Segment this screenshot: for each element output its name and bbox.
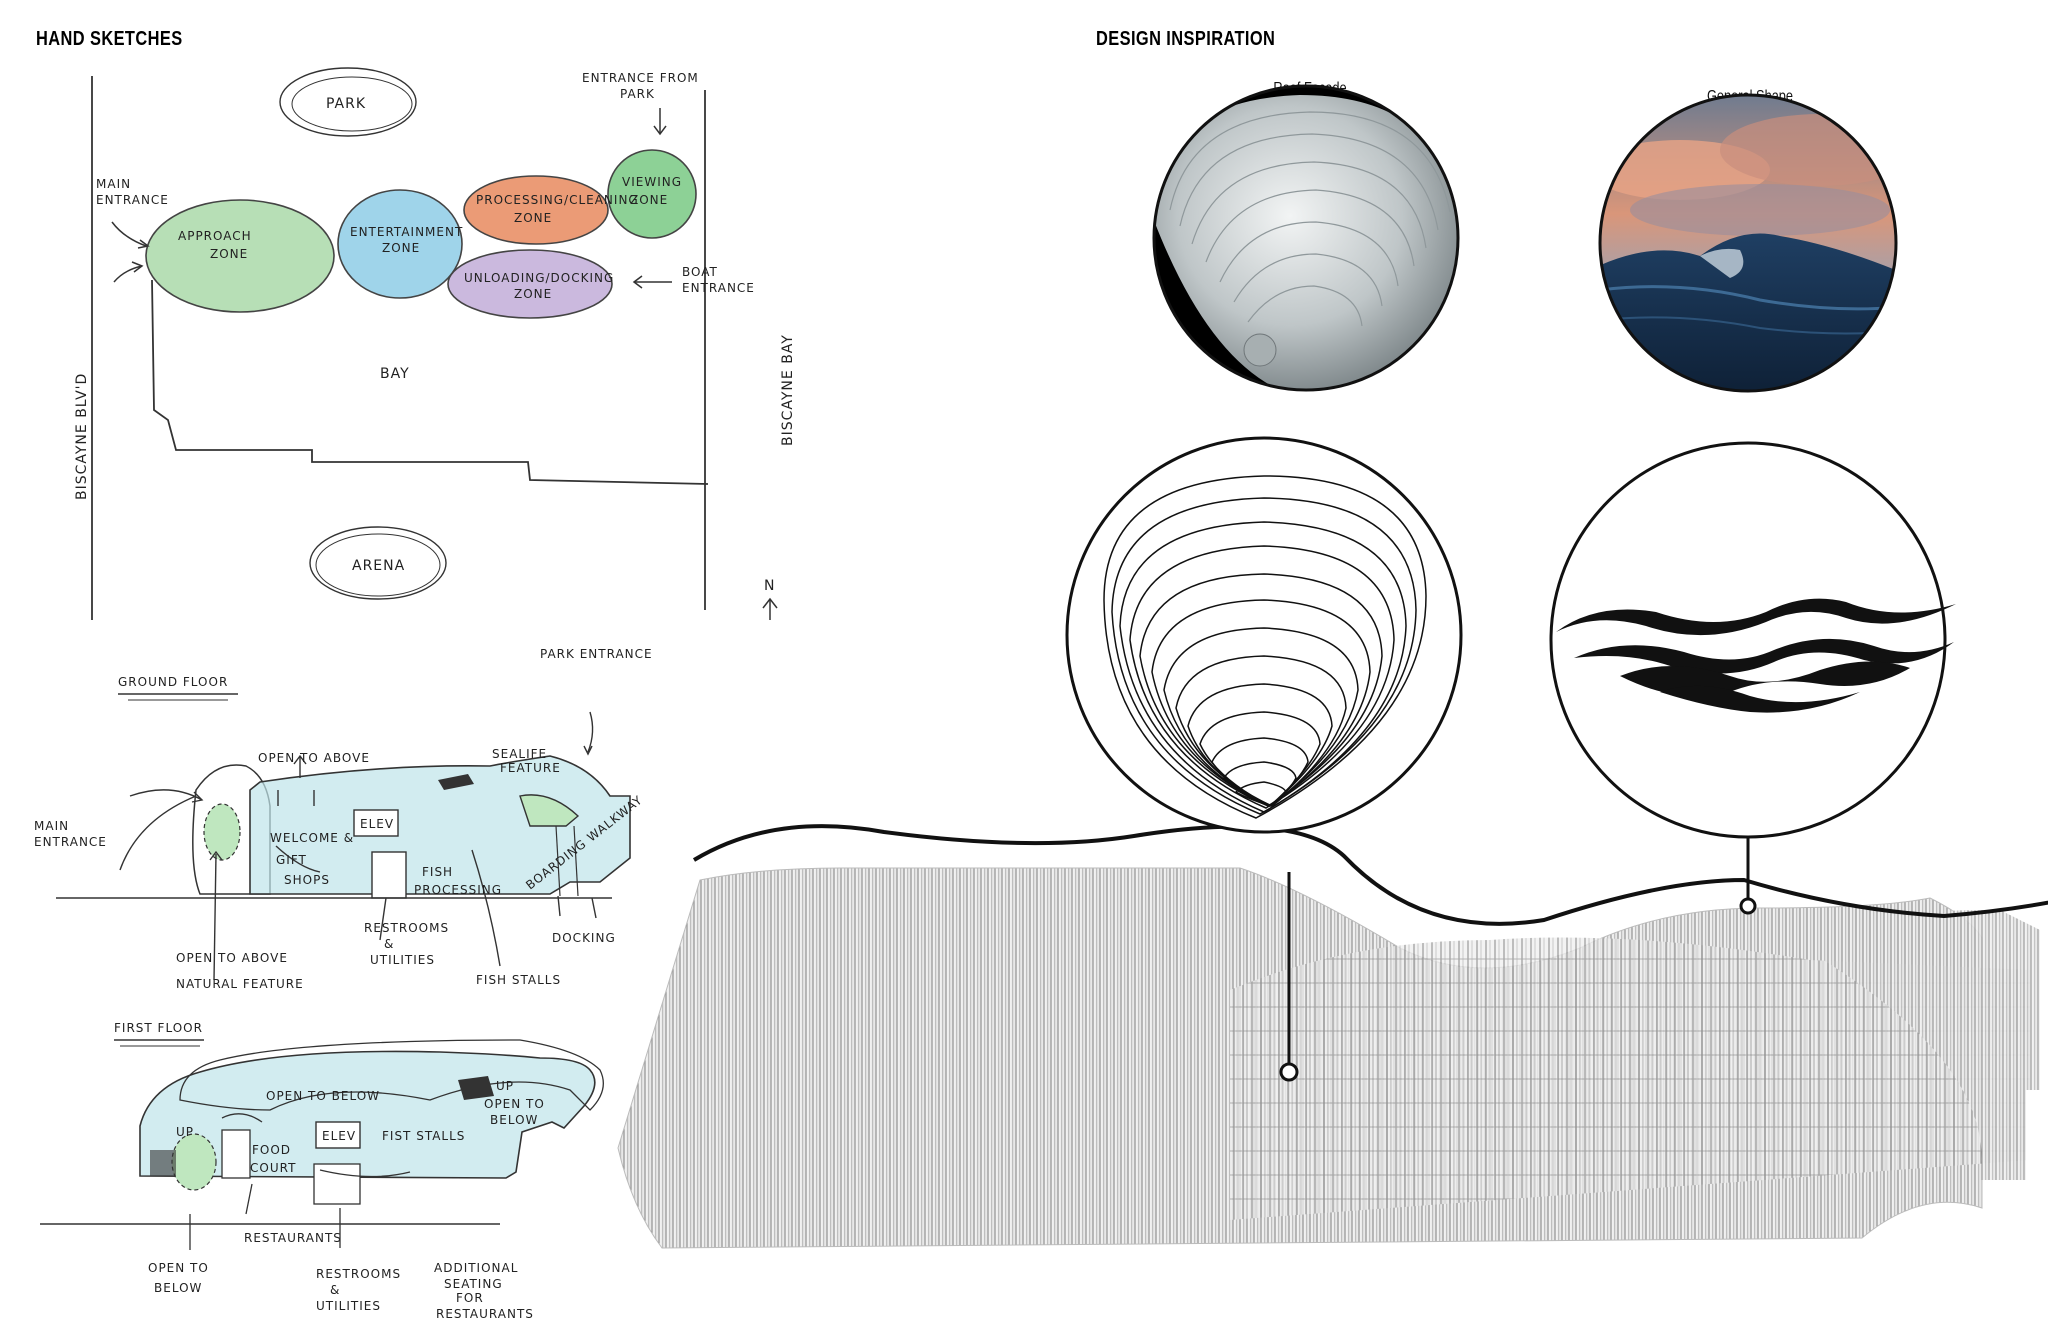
ground-floor-sketch: GROUND FLOOR PARK ENTRANCE OPEN TO ABOVE… (34, 647, 653, 991)
additional-seating-line1: ADDITIONAL (434, 1261, 518, 1275)
wave-line-drawing (1549, 441, 1956, 839)
first-floor-title: FIRST FLOOR (114, 1021, 203, 1035)
welcome-line1: WELCOME & (270, 831, 354, 845)
additional-seating-line2: SEATING (444, 1277, 503, 1291)
sealife-feature-line1: SEALIFE (492, 747, 547, 761)
north-label: N (764, 578, 775, 594)
ff-up-left-label: UP (176, 1125, 194, 1139)
bay-label: BAY (380, 366, 410, 382)
wave-photo (1598, 93, 1898, 393)
biscayne-bay-label: BISCAYNE BAY (780, 334, 796, 446)
approach-zone-line1: APPROACH (178, 229, 252, 243)
processing-zone-line2: ZONE (514, 211, 552, 225)
ff-elev-label: ELEV (322, 1129, 356, 1143)
gf-elev-label: ELEV (360, 817, 394, 831)
gf-main-entrance-line2: ENTRANCE (34, 835, 107, 849)
ground-floor-title: GROUND FLOOR (118, 675, 228, 689)
food-court-line2: COURT (250, 1161, 296, 1175)
unloading-zone-line1: UNLOADING/DOCKING (464, 271, 614, 285)
open-to-below-left-line1: OPEN TO (148, 1261, 209, 1275)
ff-restrooms-line1: RESTROOMS (316, 1267, 401, 1281)
entertainment-zone-bubble (337, 189, 463, 299)
viewing-zone-bubble (607, 149, 697, 239)
ff-restrooms-line2: & (330, 1283, 340, 1297)
roof-render (617, 867, 2048, 1325)
site-plan-sketch (91, 67, 709, 620)
site-plan-labels: PARK ARENA BAY BISCAYNE BLV'D BISCAYNE B… (74, 71, 796, 594)
open-to-below-right-line2: BELOW (490, 1113, 538, 1127)
park-label: PARK (326, 96, 366, 112)
main-entrance-line2: ENTRANCE (96, 193, 169, 207)
unloading-zone-line2: ZONE (514, 287, 552, 301)
open-to-below-right-line1: OPEN TO (484, 1097, 545, 1111)
viewing-zone-line1: VIEWING (622, 175, 682, 189)
first-floor-sketch: FIRST FLOOR OPEN TO BELOW UP UP OPEN TO … (40, 1021, 604, 1321)
open-to-above-label: OPEN TO ABOVE (258, 751, 370, 765)
gf-main-entrance-line1: MAIN (34, 819, 69, 833)
restaurants-label: RESTAURANTS (244, 1231, 342, 1245)
processing-zone-bubble (463, 175, 609, 245)
entrance-from-park-line1: ENTRANCE FROM (582, 71, 699, 85)
gf-restrooms-line2: & (384, 937, 394, 951)
welcome-line2: GIFT (276, 853, 307, 867)
food-court-line1: FOOD (252, 1143, 291, 1157)
gf-restrooms-line3: UTILITIES (370, 953, 435, 967)
site-plan-arrows (111, 108, 778, 620)
additional-seating-line3: FOR (456, 1291, 484, 1305)
unloading-zone-bubble (447, 249, 613, 319)
entertainment-zone-line2: ZONE (382, 241, 420, 255)
sealife-feature-line2: FEATURE (500, 761, 561, 775)
biscayne-blvd-label: BISCAYNE BLV'D (74, 373, 90, 500)
approach-zone-bubble (145, 199, 335, 313)
fish-stalls-label: FISH STALLS (476, 973, 561, 987)
open-to-below-label: OPEN TO BELOW (266, 1089, 380, 1103)
approach-zone-line2: ZONE (210, 247, 248, 261)
docking-label: DOCKING (552, 931, 616, 945)
entertainment-zone-line1: ENTERTAINMENT (350, 225, 463, 239)
main-entrance-line1: MAIN (96, 177, 131, 191)
ff-up-right-label: UP (496, 1079, 514, 1093)
boat-entrance-line1: BOAT (682, 265, 718, 279)
processing-zone-line1: PROCESSING/CLEANING (476, 193, 639, 207)
fist-stalls-label: FIST STALLS (382, 1129, 465, 1143)
additional-seating-line4: RESTAURANTS (436, 1307, 534, 1321)
zone-bubbles (145, 149, 697, 319)
open-to-above-natural-line1: OPEN TO ABOVE (176, 951, 288, 965)
open-to-below-left-line2: BELOW (154, 1281, 202, 1295)
fish-processing-line2: PROCESSING (414, 883, 502, 897)
shell-photo (1152, 84, 1460, 392)
park-entrance-label: PARK ENTRANCE (540, 647, 653, 661)
entrance-from-park-line2: PARK (620, 87, 655, 101)
ff-restrooms-line3: UTILITIES (316, 1299, 381, 1313)
connector-lines (1279, 837, 1757, 1082)
hand-sketches-title: HAND SKETCHES (36, 28, 183, 50)
viewing-zone-line2: ZONE (630, 193, 668, 207)
fish-processing-line1: FISH (422, 865, 453, 879)
welcome-line3: SHOPS (284, 873, 330, 887)
shell-line-drawing (1065, 436, 1463, 834)
arena-label: ARENA (352, 558, 405, 574)
gf-restrooms-line1: RESTROOMS (364, 921, 449, 935)
design-inspiration-title: DESIGN INSPIRATION (1096, 28, 1276, 50)
wave-curve-line (692, 824, 2048, 926)
open-to-above-natural-line2: NATURAL FEATURE (176, 977, 304, 991)
boat-entrance-line2: ENTRANCE (682, 281, 755, 295)
